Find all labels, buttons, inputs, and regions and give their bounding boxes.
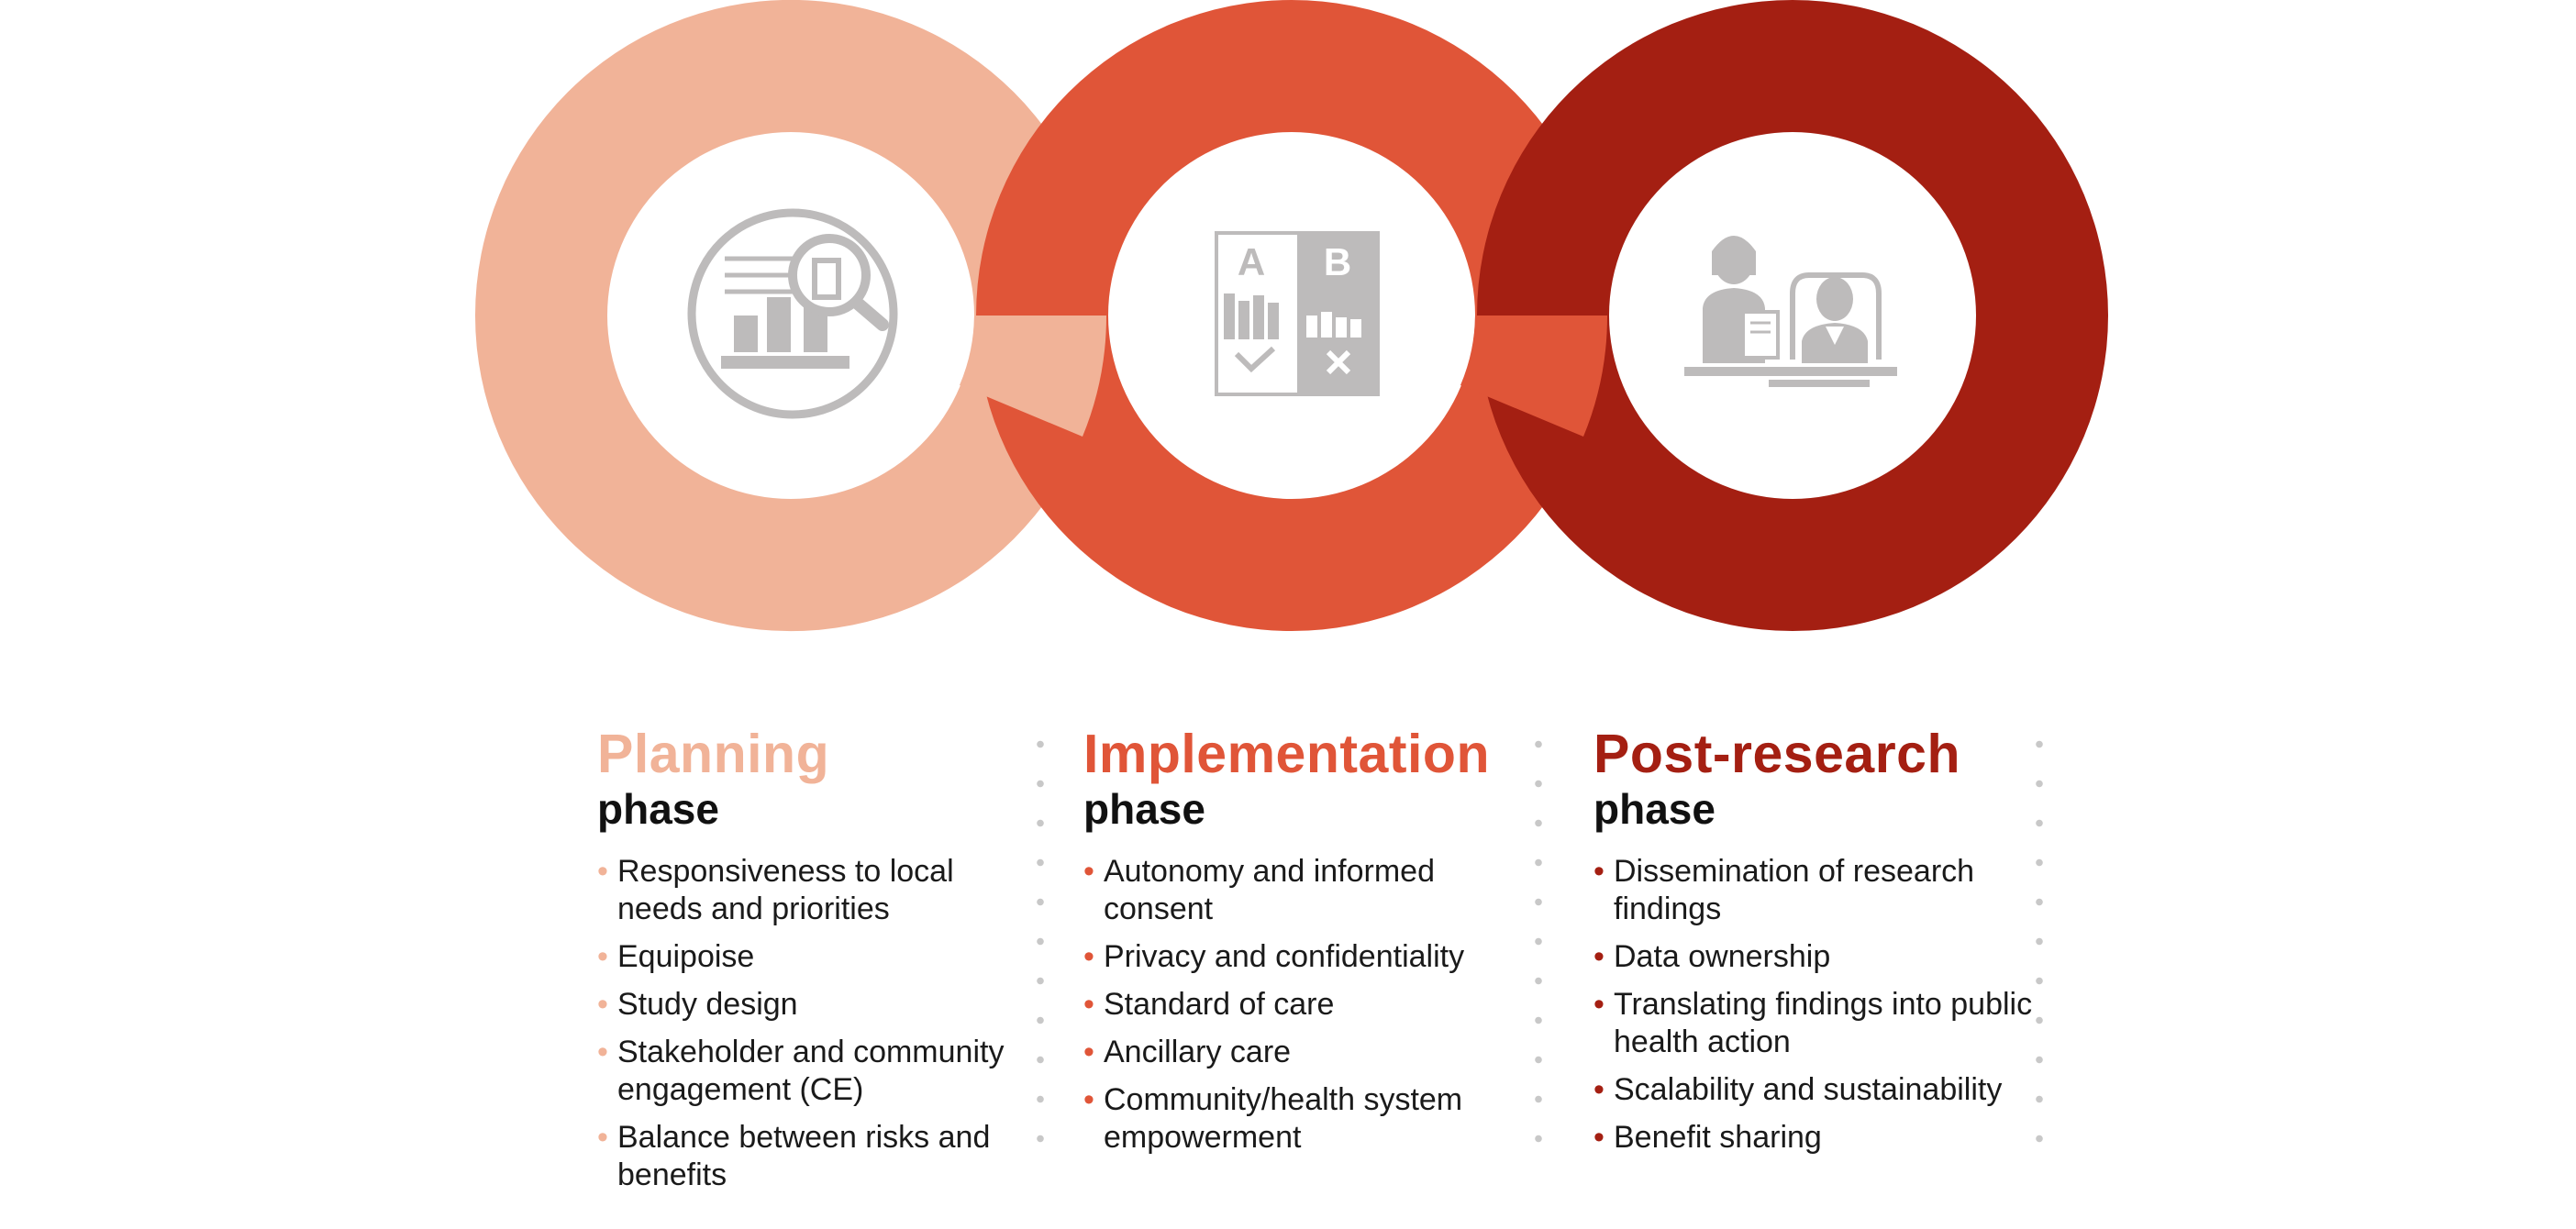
bullet-icon: •: [1083, 987, 1094, 1022]
bullet-icon: •: [597, 987, 608, 1022]
list-item: •Equipoise: [597, 939, 755, 974]
magnifier-bar-chart-icon: [687, 208, 898, 419]
list-item: •Dissemination of research findings: [1593, 854, 1975, 926]
bullet-icon: •: [597, 1035, 608, 1069]
bullet-icon: •: [1083, 1035, 1094, 1069]
list-item: •Data ownership: [1593, 939, 1831, 974]
bullet-icon: •: [1083, 1082, 1094, 1117]
list-item: •Scalability and sustainability: [1593, 1072, 2003, 1107]
divider-dots-1: [1036, 725, 1045, 1174]
post-research-subtitle: phase: [1593, 785, 1715, 833]
divider-dots-3: [2035, 725, 2044, 1174]
implementation-ring-link: [1460, 316, 1608, 437]
list-item: •Standard of care: [1083, 987, 1335, 1022]
implementation-title: Implementation: [1083, 724, 1490, 784]
post-research-items-list: •Dissemination of research findings •Dat…: [1593, 853, 2034, 1157]
list-item: •Balance between risks and benefits: [597, 1120, 991, 1192]
planning-items-list: •Responsiveness to local needs and prior…: [597, 853, 1038, 1194]
bullet-icon: •: [1593, 1072, 1604, 1107]
implementation-phase-column: Implementation phase •Autonomy and infor…: [1083, 725, 1524, 1167]
planning-subtitle: phase: [597, 785, 719, 833]
post-research-ring: [1477, 0, 2108, 631]
ab-right-letter: B: [1324, 240, 1351, 283]
bullet-icon: •: [1083, 854, 1094, 889]
implementation-items-list: •Autonomy and informed consent •Privacy …: [1083, 853, 1524, 1157]
planning-ring-link: [960, 316, 1107, 437]
list-item: •Privacy and confidentiality: [1083, 939, 1465, 974]
list-item: •Ancillary care: [1083, 1035, 1292, 1069]
bullet-icon: •: [1083, 939, 1094, 974]
bullet-icon: •: [1593, 854, 1604, 889]
bullet-icon: •: [597, 854, 608, 889]
bullet-icon: •: [597, 939, 608, 974]
implementation-ring: [976, 0, 1607, 631]
list-item: •Benefit sharing: [1593, 1120, 1822, 1155]
post-research-title: Post-research: [1593, 724, 1961, 784]
phase-rings-diagram: A B: [475, 0, 2108, 631]
list-item: •Autonomy and informed consent: [1083, 854, 1435, 926]
list-item: •Stakeholder and community engagement (C…: [597, 1035, 1005, 1107]
list-item: •Translating findings into public health…: [1593, 987, 2033, 1059]
consultation-desk-icon: [1684, 236, 1897, 387]
bullet-icon: •: [1593, 939, 1604, 974]
bullet-icon: •: [1593, 1120, 1604, 1155]
planning-title: Planning: [597, 724, 830, 784]
divider-dots-2: [1534, 725, 1543, 1174]
list-item: •Study design: [597, 987, 798, 1022]
post-research-phase-column: Post-research phase •Dissemination of re…: [1593, 725, 2034, 1167]
list-item: •Community/health system empowerment: [1083, 1082, 1463, 1155]
implementation-subtitle: phase: [1083, 785, 1205, 833]
list-item: •Responsiveness to local needs and prior…: [597, 854, 954, 926]
bullet-icon: •: [597, 1120, 608, 1155]
planning-ring: [475, 0, 1106, 631]
bullet-icon: •: [1593, 987, 1604, 1022]
ab-left-letter: A: [1238, 240, 1265, 283]
planning-phase-column: Planning phase •Responsiveness to local …: [597, 725, 1038, 1204]
ab-comparison-icon: A B: [1215, 231, 1380, 396]
